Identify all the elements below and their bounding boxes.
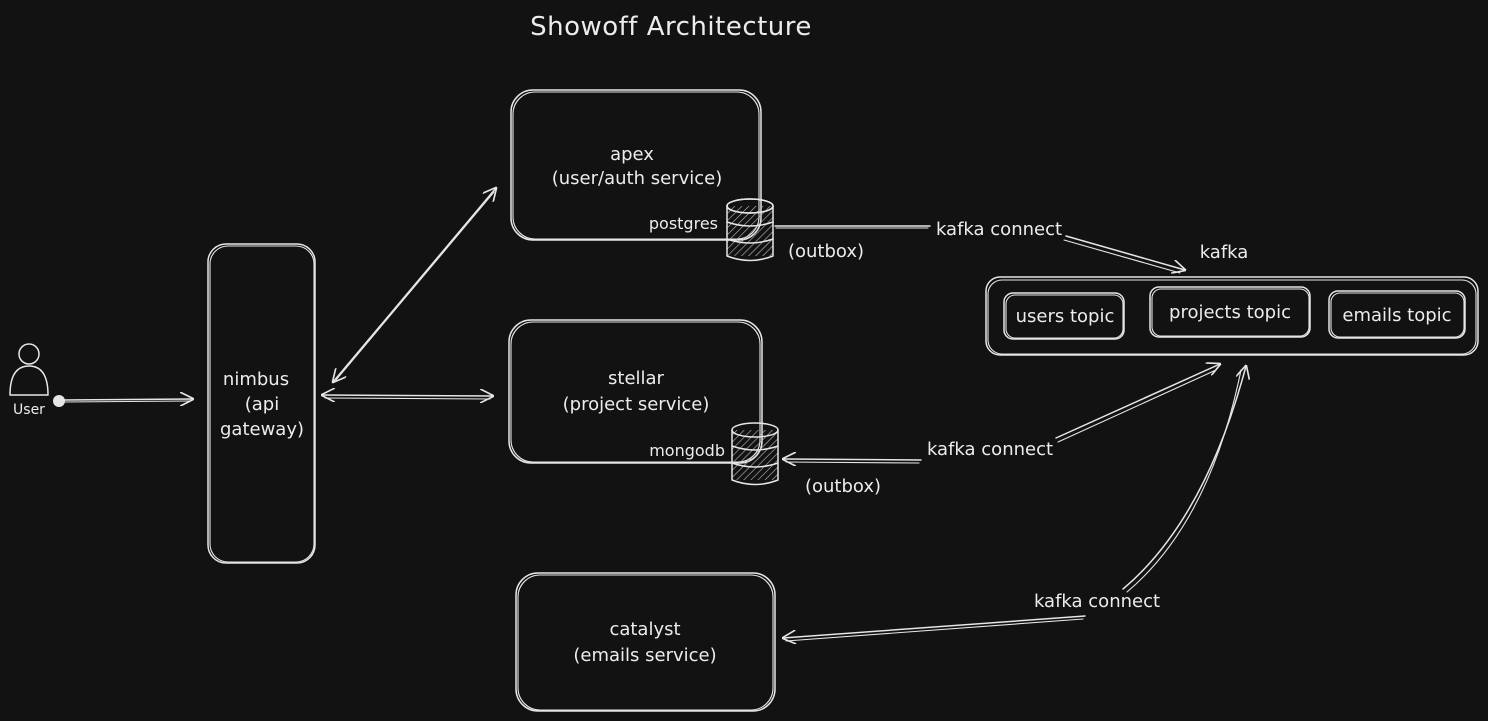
user-head-icon: [18, 343, 40, 365]
user-body-icon: [9, 365, 49, 396]
apex-name: apex: [610, 144, 654, 165]
topic-label: users topic: [1016, 306, 1115, 327]
diagram-title: Showoff Architecture: [530, 12, 812, 42]
stellar-service-box: stellar (project service) mongodb: [508, 319, 763, 464]
stellar-connect-out-arrow: [1055, 364, 1220, 439]
apex-service-box: apex (user/auth service) postgres: [510, 89, 762, 241]
catalyst-connect-label: kafka connect: [1034, 591, 1160, 612]
postgres-db-icon: [726, 198, 774, 262]
user-to-gateway-arrow: [62, 399, 193, 400]
apex-outbox-label: (outbox): [788, 241, 864, 262]
stellar-connect-label: kafka connect: [927, 439, 1053, 460]
apex-desc: (user/auth service): [552, 168, 722, 189]
user-label: User: [13, 402, 45, 418]
apex-db-label: postgres: [649, 214, 718, 233]
catalyst-connect-out-arrow: [1122, 366, 1246, 590]
gateway-box: nimbus (api gateway): [207, 243, 316, 564]
gateway-name: nimbus: [223, 369, 289, 390]
stellar-desc: (project service): [563, 394, 710, 415]
kafka-label: kafka: [1200, 242, 1249, 263]
catalyst-desc: (emails service): [573, 645, 716, 666]
catalyst-service-box: catalyst (emails service): [515, 572, 776, 712]
stellar-connect-in-arrow: [783, 459, 922, 460]
user-actor: User: [9, 343, 65, 418]
apex-connect-arrow: [1065, 235, 1185, 270]
catalyst-name: catalyst: [609, 619, 680, 640]
mongodb-db-icon: [731, 422, 779, 486]
stellar-db-label: mongodb: [649, 441, 725, 460]
kafka-cluster-box: [985, 276, 1479, 356]
apex-connect-label: kafka connect: [936, 219, 1062, 240]
stellar-outbox-label: (outbox): [805, 476, 881, 497]
kafka-topic-projects: projects topic: [1149, 286, 1311, 338]
user-connector-dot: [53, 395, 65, 407]
gateway-stellar-arrow: [322, 395, 493, 396]
catalyst-connect-in-arrow: [783, 615, 1086, 638]
gateway-desc-1: (api: [245, 394, 279, 415]
gateway-desc-2: gateway): [220, 419, 304, 440]
topic-label: emails topic: [1342, 305, 1451, 326]
gateway-apex-arrow: [333, 188, 496, 382]
kafka-topic-users: users topic: [1003, 292, 1125, 340]
kafka-topic-emails: emails topic: [1328, 290, 1466, 339]
topic-label: projects topic: [1169, 302, 1291, 323]
stellar-name: stellar: [608, 368, 665, 389]
